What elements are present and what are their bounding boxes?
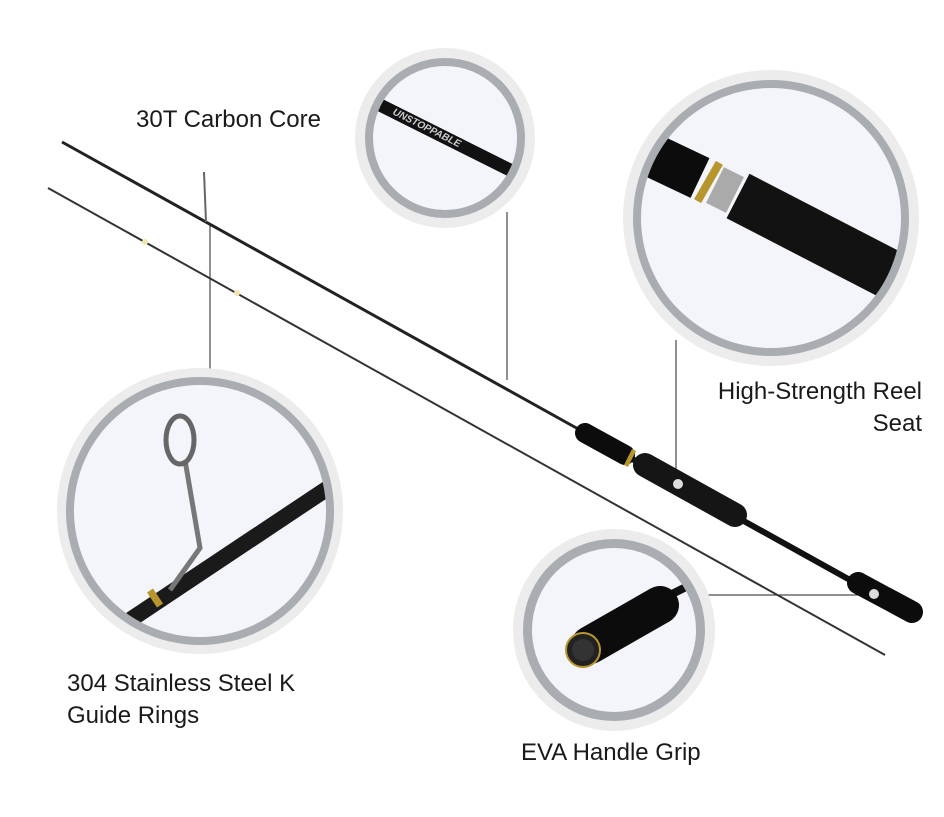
rod-upper [61,140,923,623]
label-guide-rings: 304 Stainless Steel K Guide Rings [67,668,295,732]
rod-lower [47,187,886,656]
detail-circle-handle-grip [513,529,715,731]
label-guide-rings-line2: Guide Rings [67,702,200,729]
detail-circle-reel-seat [623,70,919,366]
label-guide-rings-line1: 304 Stainless Steel K [67,670,296,697]
label-handle-grip: EVA Handle Grip [521,739,701,766]
label-carbon-core: 30T Carbon Core [136,106,321,133]
detail-circle-carbon-core: UNSTOPPABLE [355,48,535,228]
label-reel-seat-line1: High-Strength Reel [717,378,922,405]
leader-lines [209,212,878,596]
detail-circle-guide-rings [57,368,343,654]
label-reel-seat: High-Strength Reel Seat [718,376,922,440]
label-reel-seat-line2: Seat [872,410,922,437]
